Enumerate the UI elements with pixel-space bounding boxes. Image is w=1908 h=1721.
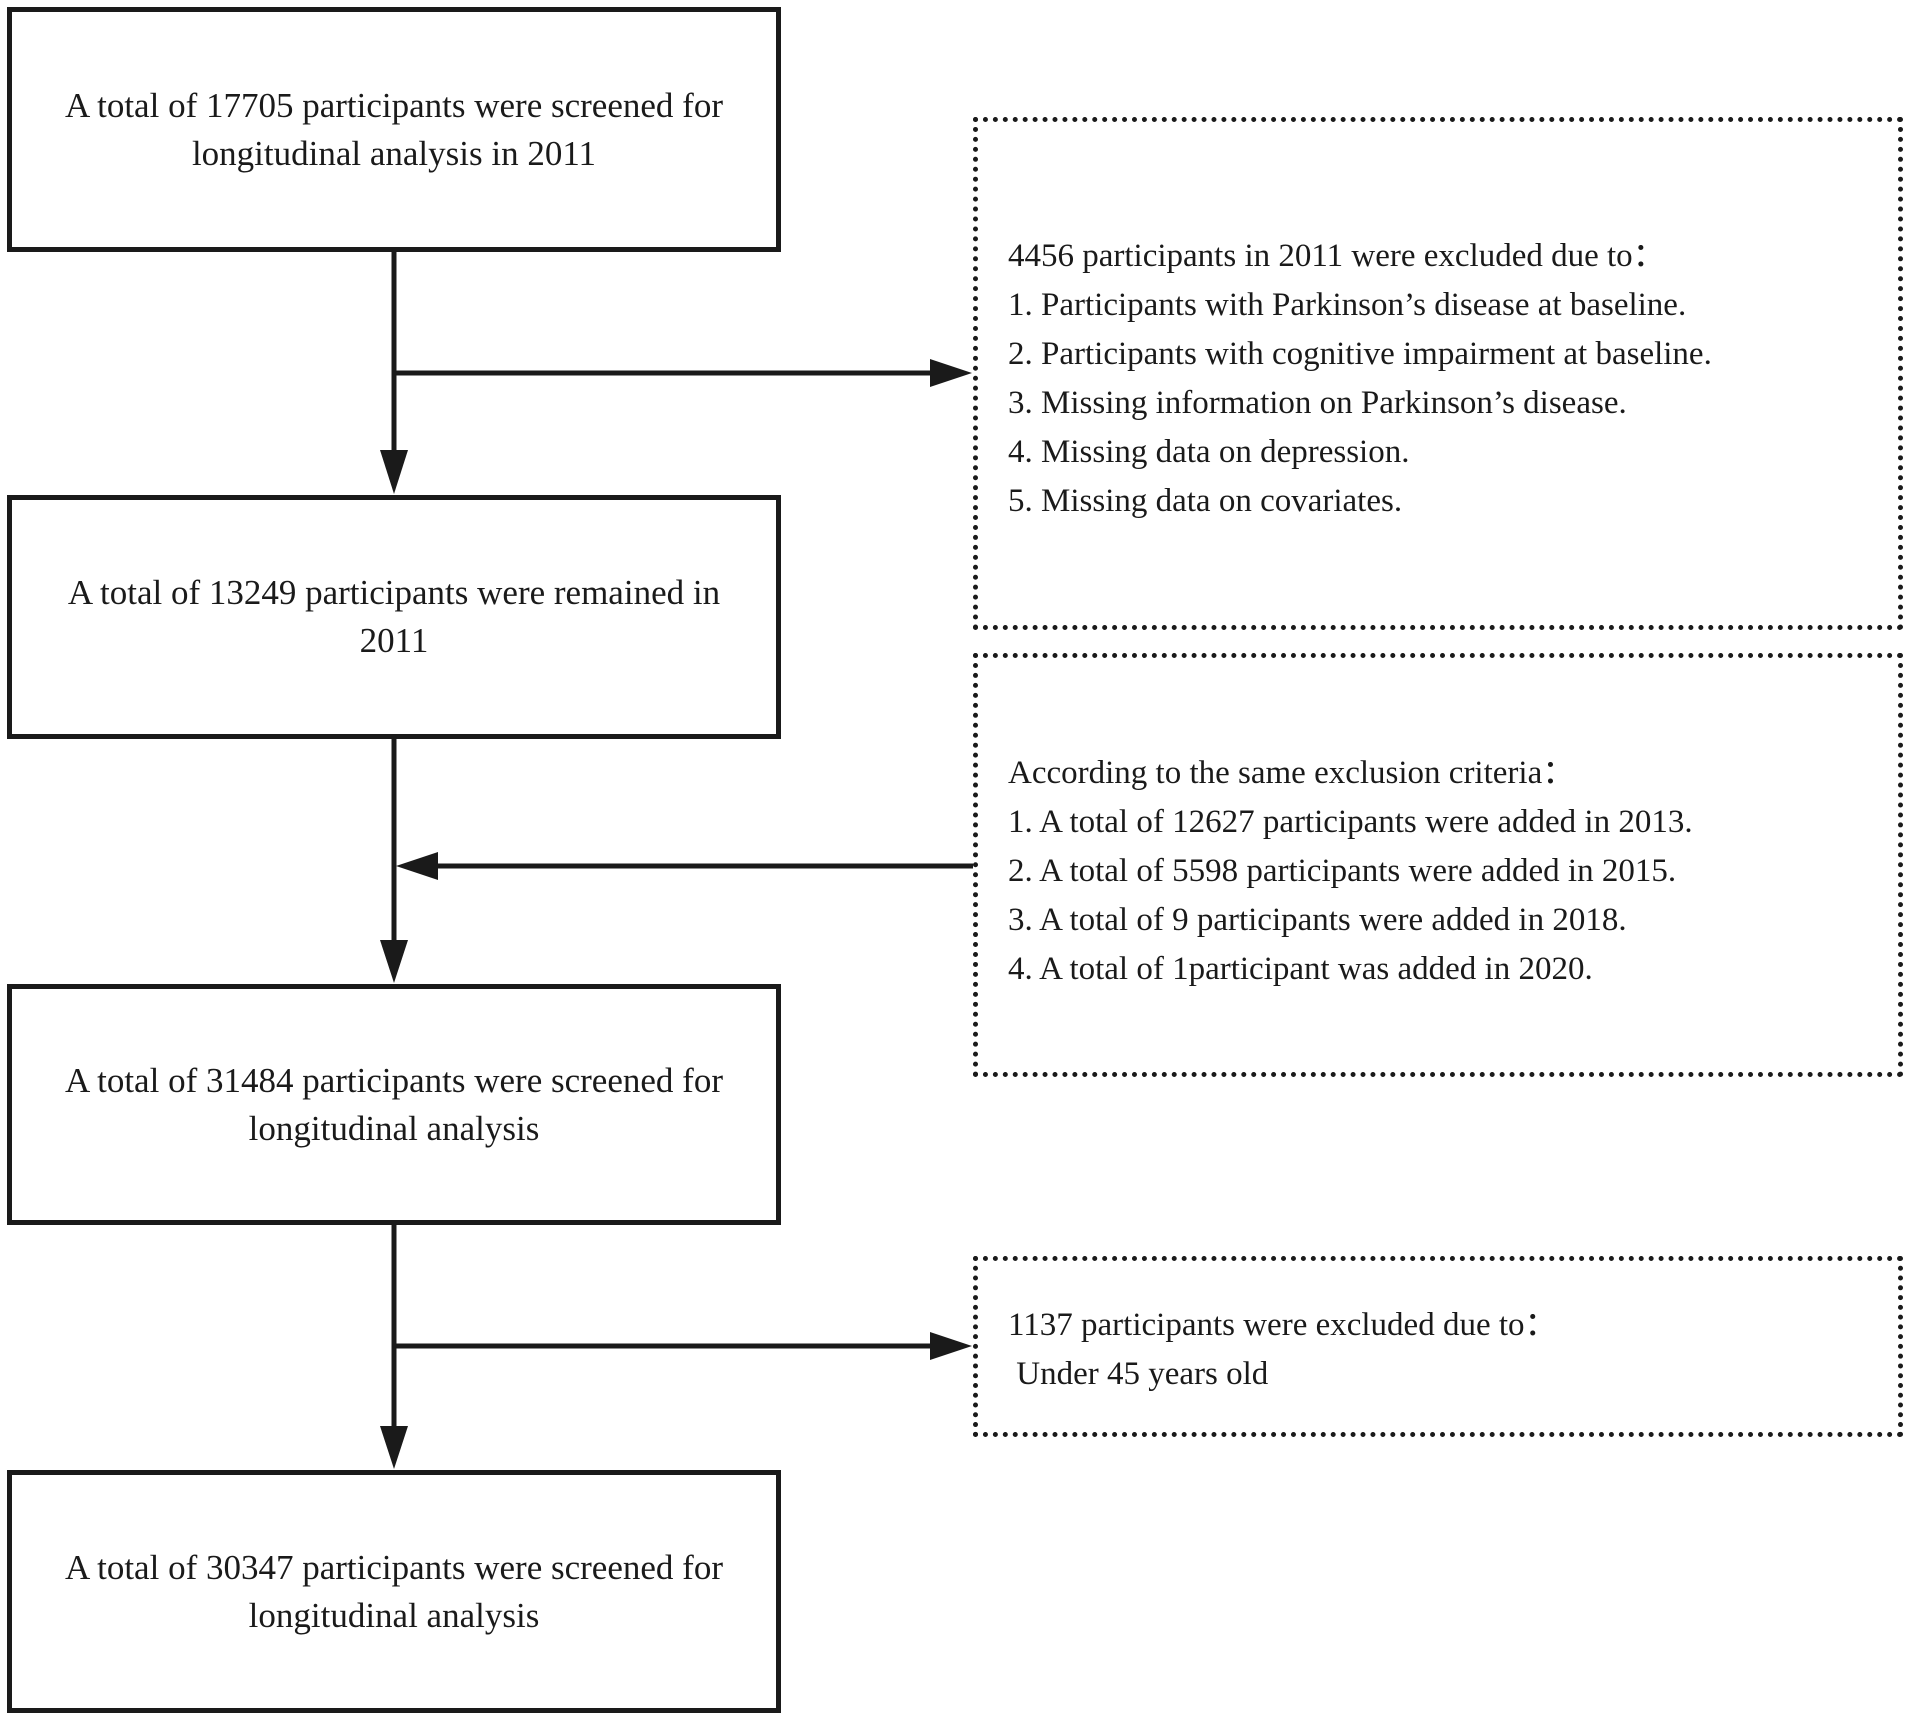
addition-item: 2. A total of 5598 participants were add… bbox=[1008, 853, 1677, 889]
arrow-box2-to-box3 bbox=[380, 739, 408, 983]
addition-item: 4. A total of 1participant was added in … bbox=[1008, 951, 1593, 987]
flow-box-text: A total of 31484 participants were scree… bbox=[65, 1060, 723, 1148]
flow-box-text: A total of 13249 participants were remai… bbox=[67, 573, 721, 660]
exclusion-box-age: 1137 participants were excluded due to： … bbox=[973, 1256, 1903, 1437]
flow-box-text: A total of 17705 participants were scree… bbox=[65, 85, 723, 173]
addition-box-later-waves: According to the same exclusion criteria… bbox=[973, 653, 1903, 1077]
flow-box-remained-2011: A total of 13249 participants were remai… bbox=[7, 495, 781, 739]
exclusion-item: Under 45 years old bbox=[1008, 1356, 1269, 1392]
exclusion-item: 3. Missing information on Parkinson’s di… bbox=[1008, 385, 1627, 421]
exclusion-heading: 4456 participants in 2011 were excluded … bbox=[1008, 238, 1666, 274]
arrow-box3-to-box4 bbox=[380, 1225, 408, 1469]
addition-item: 3. A total of 9 participants were added … bbox=[1008, 902, 1627, 938]
exclusion-heading: 1137 participants were excluded due to： bbox=[1008, 1307, 1558, 1343]
exclusion-box-2011: 4456 participants in 2011 were excluded … bbox=[973, 117, 1903, 630]
flow-box-initial-screening: A total of 17705 participants were scree… bbox=[7, 7, 781, 252]
addition-heading: According to the same exclusion criteria… bbox=[1008, 755, 1576, 791]
arrow-from-addition bbox=[396, 852, 973, 880]
arrow-box1-to-box2 bbox=[380, 252, 408, 494]
exclusion-item: 2. Participants with cognitive impairmen… bbox=[1008, 336, 1712, 372]
arrow-to-exclusion2 bbox=[394, 1332, 972, 1360]
exclusion-item: 1. Participants with Parkinson’s disease… bbox=[1008, 287, 1687, 323]
flow-box-screened-after-additions: A total of 31484 participants were scree… bbox=[7, 984, 781, 1225]
addition-item: 1. A total of 12627 participants were ad… bbox=[1008, 804, 1693, 840]
flow-box-text: A total of 30347 participants were scree… bbox=[65, 1547, 723, 1635]
exclusion-item: 4. Missing data on depression. bbox=[1008, 434, 1410, 470]
flow-box-final-sample: A total of 30347 participants were scree… bbox=[7, 1470, 781, 1713]
arrow-to-exclusion1 bbox=[394, 359, 972, 387]
exclusion-item: 5. Missing data on covariates. bbox=[1008, 483, 1403, 519]
